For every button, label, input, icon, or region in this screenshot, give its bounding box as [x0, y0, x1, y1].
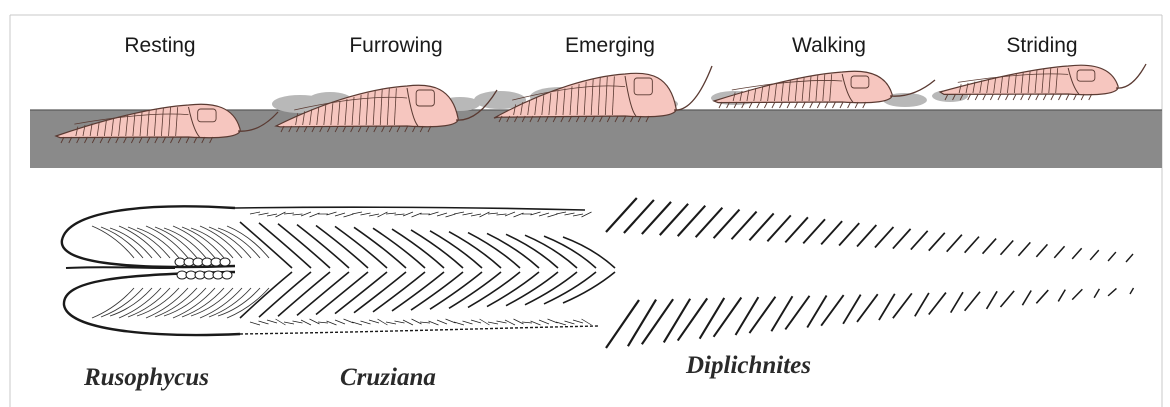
label-walking: Walking	[749, 34, 909, 58]
label-rusophycus: Rusophycus	[84, 364, 209, 392]
cruziana-trace	[235, 207, 615, 334]
trilobite	[940, 64, 1146, 100]
label-cruziana: Cruziana	[340, 364, 436, 392]
label-furrowing: Furrowing	[316, 34, 476, 58]
label-diplichnites: Diplichnites	[686, 352, 811, 380]
label-striding: Striding	[962, 34, 1122, 58]
label-emerging: Emerging	[530, 34, 690, 58]
rusophycus-trace	[62, 206, 269, 335]
diplichnites-trace	[606, 198, 1134, 348]
label-resting: Resting	[80, 34, 240, 58]
